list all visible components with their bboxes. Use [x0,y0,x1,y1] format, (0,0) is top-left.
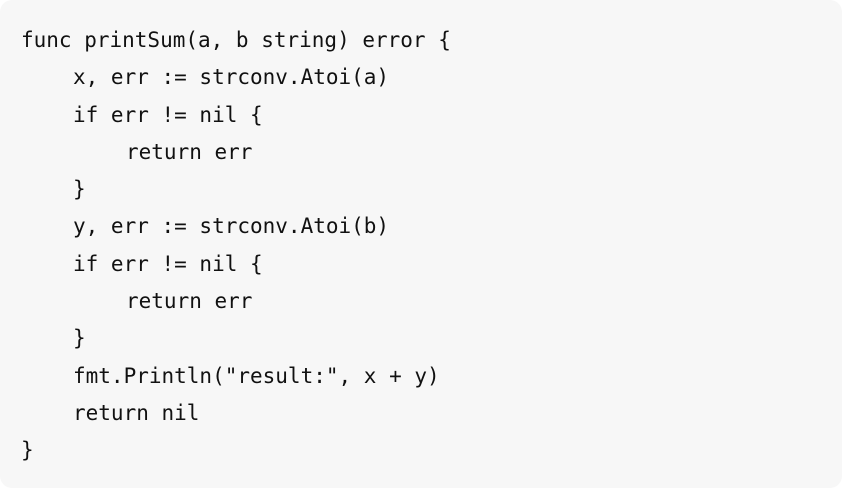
code-line: y, err := strconv.Atoi(b) [73,214,390,239]
code-block: func printSum(a, b string) error { x, er… [21,28,451,463]
code-line: if err != nil { [73,251,263,276]
code-line: return err [126,289,253,314]
code-line: } [73,326,86,351]
code-line: x, err := strconv.Atoi(a) [73,65,390,90]
code-line: return err [126,139,253,164]
code-line: return nil [73,400,200,425]
code-line: } [73,177,86,202]
code-line: } [21,438,34,463]
code-line: if err != nil { [73,102,263,127]
code-line: func printSum(a, b string) error { [21,28,451,52]
code-line: fmt.Println("result:", x + y) [73,363,440,388]
